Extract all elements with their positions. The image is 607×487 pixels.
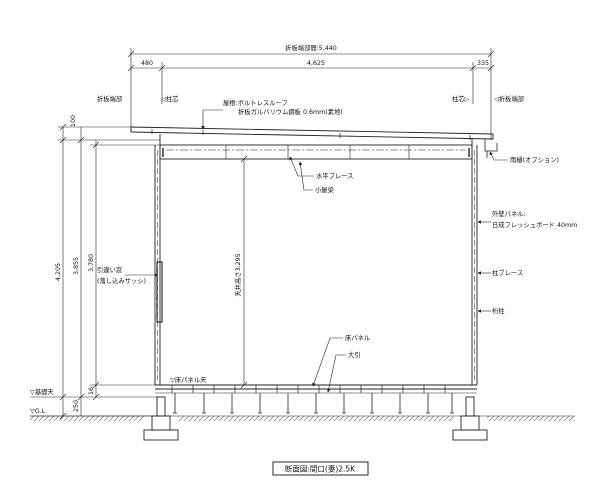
right-column-center-label: 柱芯▷ — [452, 94, 470, 103]
eave-beam-band — [159, 144, 473, 160]
gutter — [484, 139, 498, 158]
ground-level-label: ▽G.L — [30, 408, 46, 415]
gutter-label: 雨樋(オプション) — [510, 155, 559, 164]
roof — [130, 126, 494, 145]
window-label-2: (落し込みサッシ) — [97, 276, 146, 285]
roof-spec-line2: 折板ガルバリウム鋼板 0.6mm(素地) — [238, 107, 343, 116]
ground-line — [30, 415, 575, 421]
right-footing — [452, 396, 488, 441]
horizontal-brace-label: 水平ブレース — [316, 171, 353, 180]
left-footing — [143, 396, 179, 441]
total-height-dim: 4,205 — [55, 263, 62, 281]
ceiling-height-dim: 天井高さ3,295 — [233, 253, 242, 296]
window-label-1: 引違い窓 — [97, 265, 122, 274]
roof-height-dim: 100 — [70, 115, 77, 127]
leader-lines — [125, 109, 508, 393]
top-dimensions — [127, 48, 495, 140]
right-wall — [471, 145, 478, 385]
foundation-top-label: ▽基礎天 — [30, 387, 54, 396]
title-box: 断面図:間口(妻)2.5K — [272, 461, 369, 476]
floor-panel-label: 床パネル — [345, 333, 370, 342]
left-roof-edge-label: 折板端部 — [97, 94, 122, 103]
joist-label: 大引 — [348, 350, 361, 359]
eave-height-dim: 3,855 — [73, 257, 80, 275]
roof-spec-line1: 屋根:ボルトレスルーフ — [223, 98, 288, 107]
floor-posts — [173, 393, 454, 414]
drawing-title: 断面図:間口(妻)2.5K — [285, 464, 356, 474]
column-label: 桁柱 — [492, 306, 505, 315]
wall-height-dim: 3,780 — [88, 254, 95, 272]
span-dim: 4,625 — [307, 60, 325, 67]
exterior-panel-label-1: 外壁パネル: — [492, 209, 526, 218]
floor-structure — [155, 384, 477, 394]
overall-width-dim: 折板端部間:5,440 — [285, 43, 337, 52]
floor-panel-top-label: ▽床パネル天 — [170, 375, 207, 384]
left-wall — [154, 145, 161, 385]
column-brace-label: 柱ブレース — [492, 268, 523, 277]
foundation-height-dim: 250 — [73, 400, 80, 412]
window-sash — [156, 261, 163, 323]
exterior-panel-label-2: 日成フレッシュボード 40mm — [492, 220, 577, 229]
small-beam-label: 小屋梁 — [315, 185, 335, 194]
left-column-center-label: ◁柱芯 — [161, 94, 178, 103]
right-roof-edge-label: ◁折板端部 — [494, 94, 524, 103]
left-dimensions — [30, 123, 160, 420]
floor-offset-dim: 16 — [88, 387, 95, 395]
right-overhang-dim: 335 — [477, 60, 489, 67]
left-overhang-dim: 480 — [141, 60, 153, 67]
